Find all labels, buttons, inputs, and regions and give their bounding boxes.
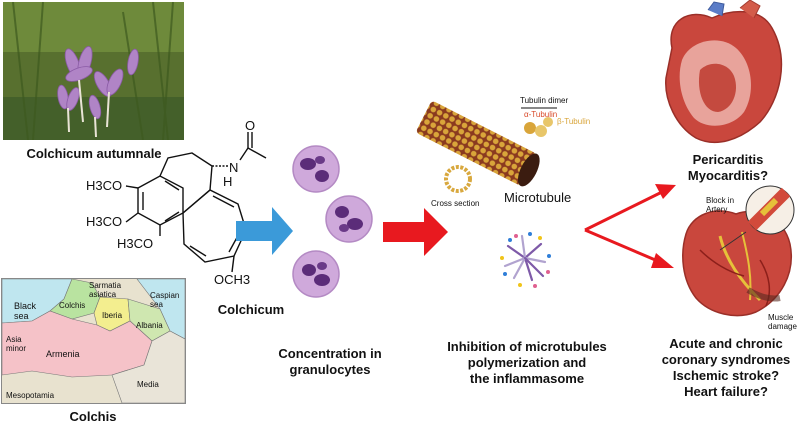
amide-nitrogen: N [229,160,239,175]
blue-arrow [236,207,293,255]
microtubule-caption: Inhibition of microtubules polymerizatio… [437,339,617,387]
amide-hydrogen: H [223,174,233,189]
map-label-colchis: Colchis [59,301,86,310]
tubulin-dimer-label: Tubulin dimer [520,96,569,105]
artery-label: Artery [706,205,728,214]
block-in-label: Block in [706,196,735,205]
map-label-albania: Albania [136,321,163,330]
map-label-asia-minor: Asia minor [6,335,27,353]
granulocyte-cell [325,195,373,243]
map-caption: Colchis [69,409,117,424]
red-arrow-main [383,208,448,256]
muscle-damage-label: Muscle damage [768,313,797,331]
plant-caption: Colchicum autumnale [26,146,162,161]
methoxy-1: H3CO [86,178,123,193]
myocarditis-label: Myocarditis? [687,168,769,183]
granulocytes-caption: Concentration in granulocytes [260,346,400,378]
map-label-media: Media [137,380,159,389]
map-label-mesopotamia: Mesopotamia [6,391,55,400]
map-label-sarmatia: Sarmatia asiatica [89,281,122,299]
inflammasome [503,234,547,282]
methoxy-3: H3CO [117,236,154,251]
plant-illustration [3,2,184,140]
methoxy-4: OCH3 [214,272,251,287]
pericarditis-label: Pericarditis [692,152,764,167]
red-arrow-bottom-head [651,253,674,268]
artery-inset [719,185,795,251]
map-label-black-sea: Black sea [14,301,37,321]
map-label-armenia: Armenia [46,349,80,359]
map-label-iberia: Iberia [102,311,123,320]
map-label-caspian: Caspian sea [150,291,180,309]
map-illustration [2,279,185,403]
cross-section-label: Cross section [431,199,480,208]
carbonyl-oxygen-amide: O [245,118,256,133]
cross-section [444,165,472,193]
microtubule-label: Microtubule [504,190,572,205]
heart-top-caption: Pericarditis Myocarditis? [668,152,788,184]
inflammasome-dots [500,232,551,288]
alpha-tubulin-label: α-Tubulin [524,110,558,119]
block-in-artery-label: Block in Artery [706,196,734,214]
damage-label: damage [768,322,797,331]
heart-failure-label: Heart failure? [684,384,768,399]
heart-bottom-caption: Acute and chronic coronary syndromes Isc… [652,336,800,400]
microtubule-caption-line1: Inhibition of microtubules [447,339,607,354]
microtubule-caption-line2: polymerization and [467,355,587,370]
granulocytes-caption-line2: granulocytes [289,362,371,377]
red-arrow-top-head [655,184,676,199]
tubulin-dimer [521,107,557,137]
granulocytes-caption-line1: Concentration in [278,346,382,361]
colchicum-photo [3,2,184,140]
acute-chronic-label: Acute and chronic [669,336,783,351]
muscle-label: Muscle [768,313,794,322]
granulocyte-cell [292,145,340,193]
microtubule-caption-line3: the inflammasome [469,371,585,386]
granulocyte-cell [292,250,340,298]
molecule-caption: Colchicum [217,302,285,317]
coronary-syndromes-label: coronary syndromes [661,352,791,367]
ischemic-stroke-label: Ischemic stroke? [672,368,780,383]
beta-tubulin-label: β-Tubulin [557,117,591,126]
methoxy-2: H3CO [86,214,123,229]
colchis-map: Black sea Colchis Sarmatia asiatica Casp… [1,278,186,404]
